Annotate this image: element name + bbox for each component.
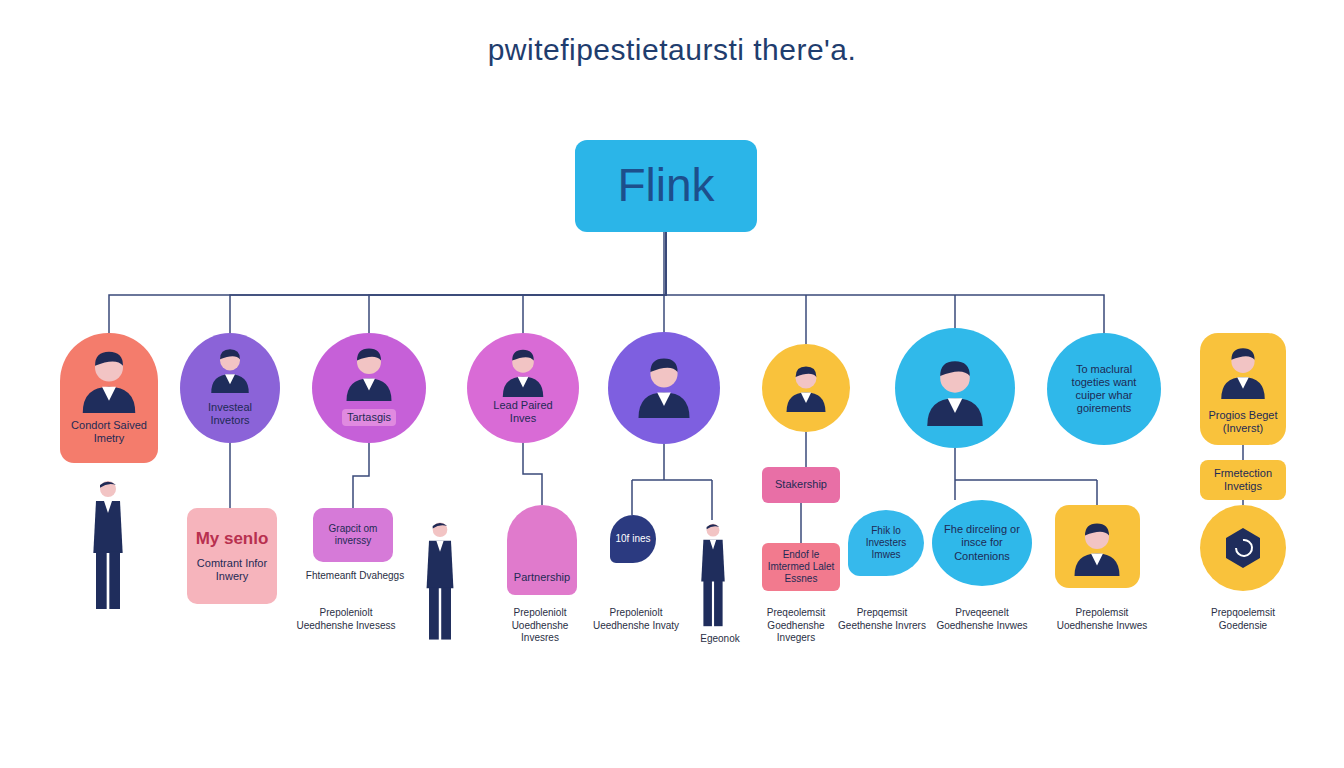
branch-line — [805, 295, 807, 344]
note-label: Fhtemeanft Dvaheggs — [305, 570, 405, 583]
node-label: Lead Paired Inves — [483, 399, 563, 425]
person-icon — [339, 341, 399, 401]
org-node: To maclural togeties want cuiper whar go… — [1047, 333, 1161, 445]
note-label: Prepqoelemsit Goedensie — [1196, 607, 1290, 632]
node-label: Condort Saived Imetry — [66, 419, 152, 445]
org-connector — [353, 443, 369, 508]
person-shape — [503, 350, 544, 397]
org-node: Frmetection Invetigs — [1200, 460, 1286, 500]
org-node: 10f ines — [610, 515, 656, 563]
org-connector — [523, 443, 542, 505]
org-node: Investeal Invetors — [180, 333, 280, 443]
note-label: Prepoleniolt Ueedhenshe Invaty — [588, 607, 684, 632]
note-label: Preqeolemsit Goedhenshe Invegers — [748, 607, 844, 645]
person-icon — [787, 367, 826, 413]
note-label: Prveqeenelt Goedhenshe Invwes — [934, 607, 1030, 632]
yellow-circle — [1200, 505, 1286, 591]
branch-line — [632, 444, 712, 520]
hex-icon-mark — [1236, 540, 1252, 556]
org-connector — [800, 503, 802, 543]
branch-lines — [632, 232, 1243, 520]
org-node: Fhe dirceling or insce for Contenions — [932, 500, 1032, 586]
cyan-circle — [895, 328, 1015, 448]
diagram-title: pwitefipestietaursti there'a. — [0, 32, 1344, 68]
standing-figure — [701, 524, 724, 626]
org-node: Fhik lo Investers Imwes — [848, 510, 924, 576]
note-label: Prepoleniolt Ueedhenshe Invesess — [296, 607, 396, 632]
node-body: Comtrant Infor Inwery — [193, 557, 271, 583]
org-node: Stakership — [762, 467, 840, 503]
org-connector — [369, 232, 666, 333]
org-connector — [109, 232, 666, 333]
standing-figures — [93, 481, 724, 640]
person-icon — [74, 343, 144, 413]
org-node: Grapcit om inverssy — [313, 508, 393, 562]
node-label: 10f ines — [615, 533, 650, 545]
branch-line — [1242, 500, 1244, 505]
org-node: My senloComtrant Infor Inwery — [187, 508, 277, 604]
node-label: Endof le Imtermed Lalet Essnes — [766, 549, 836, 585]
branch-line — [805, 432, 807, 467]
standing-figure — [427, 522, 454, 639]
person-shape — [211, 349, 249, 393]
person-icon — [1214, 341, 1272, 399]
node-label: Flink — [617, 158, 714, 213]
org-connector — [1242, 445, 1244, 460]
person-shape — [1221, 348, 1265, 399]
standing-figure — [93, 481, 122, 609]
org-node: Endof le Imtermed Lalet Essnes — [762, 543, 840, 591]
org-connector — [230, 232, 666, 333]
node-label: Frmetection Invetigs — [1204, 467, 1282, 493]
node-label: Progios Beget (Inverst) — [1205, 409, 1281, 435]
org-node: Partnership — [507, 505, 577, 595]
node-label: Tartasgis — [342, 409, 396, 426]
person-icon — [639, 359, 690, 419]
node-label: Grapcit om inverssy — [319, 523, 387, 547]
yellow-box — [1055, 505, 1140, 588]
org-connector — [523, 232, 666, 333]
node-label: Partnership — [514, 571, 570, 584]
note-label: Prepolemsit Uoedhenshe Invwes — [1052, 607, 1152, 632]
note-label: Egeonok — [690, 633, 750, 646]
org-node: Condort Saived Imetry — [60, 333, 158, 463]
org-connector — [666, 232, 1104, 333]
note-label: Prepoleniolt Uoedhenshe Invesres — [492, 607, 588, 645]
branch-line — [955, 448, 1097, 505]
hex-icon — [1226, 528, 1260, 568]
branch-line — [954, 295, 956, 328]
org-connector — [229, 443, 231, 508]
root-box: Flink — [575, 140, 757, 232]
branch-line — [663, 232, 665, 332]
org-node: Lead Paired Inves — [467, 333, 579, 443]
person-icon — [496, 343, 550, 397]
node-label: Fhe dirceling or insce for Contenions — [944, 523, 1020, 563]
node-label: Stakership — [775, 478, 827, 491]
node-label: To maclural togeties want cuiper whar go… — [1063, 363, 1145, 416]
node-label: My senlo — [196, 529, 269, 549]
org-node: Tartasgis — [312, 333, 426, 443]
person-icon — [205, 343, 255, 393]
purple-circle — [608, 332, 720, 444]
node-label: Investeal Invetors — [194, 401, 266, 427]
person-shape — [83, 352, 136, 413]
person-icon — [1075, 524, 1120, 577]
node-label: Fhik lo Investers Imwes — [856, 525, 916, 561]
person-shape — [347, 349, 392, 402]
note-label: Prepqemsit Geethenshe Invrers — [836, 607, 928, 632]
org-node: Progios Beget (Inverst) — [1200, 333, 1286, 445]
yellow-circle — [762, 344, 850, 432]
person-icon — [927, 361, 983, 426]
